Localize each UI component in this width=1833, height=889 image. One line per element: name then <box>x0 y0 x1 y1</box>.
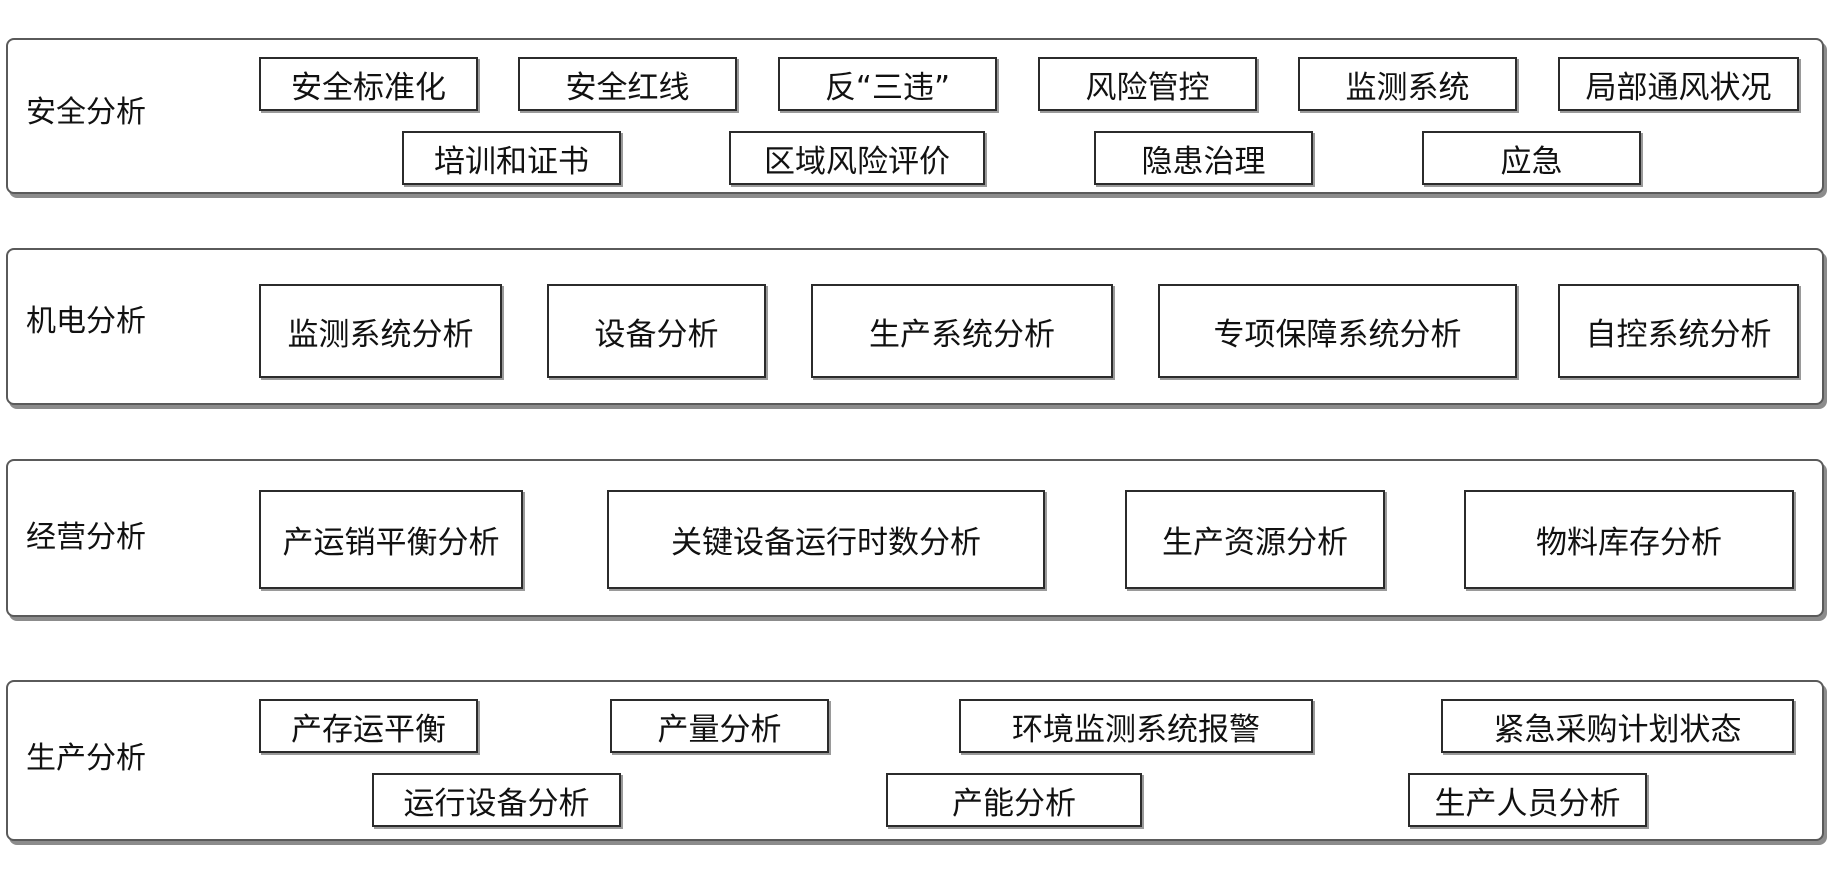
node-monitoring-system-analysis: 监测系统分析 <box>259 284 502 378</box>
section-title: 生产分析 <box>26 741 146 776</box>
node-training-certificates: 培训和证书 <box>402 131 621 185</box>
node-production-resources-analysis: 生产资源分析 <box>1125 490 1385 589</box>
node-safety-red-line: 安全红线 <box>518 57 737 111</box>
node-production-storage-transport-balance: 产存运平衡 <box>259 699 478 753</box>
section-title: 安全分析 <box>26 95 146 130</box>
node-special-support-system-analysis: 专项保障系统分析 <box>1158 284 1517 378</box>
section-title: 经营分析 <box>26 520 146 555</box>
node-running-equipment-analysis: 运行设备分析 <box>372 773 621 827</box>
node-autocontrol-system-analysis: 自控系统分析 <box>1558 284 1799 378</box>
node-emergency: 应急 <box>1422 131 1641 185</box>
node-risk-control: 风险管控 <box>1038 57 1257 111</box>
node-hazard-management: 隐患治理 <box>1094 131 1313 185</box>
node-capacity-analysis: 产能分析 <box>886 773 1142 827</box>
node-safety-standardization: 安全标准化 <box>259 57 478 111</box>
node-key-equipment-runtime-analysis: 关键设备运行时数分析 <box>607 490 1045 589</box>
node-environment-monitoring-alarm: 环境监测系统报警 <box>959 699 1313 753</box>
node-production-system-analysis: 生产系统分析 <box>811 284 1113 378</box>
node-production-personnel-analysis: 生产人员分析 <box>1408 773 1647 827</box>
node-regional-risk-evaluation: 区域风险评价 <box>729 131 985 185</box>
section-business-analysis: 经营分析 产运销平衡分析 关键设备运行时数分析 生产资源分析 物料库存分析 <box>6 459 1824 617</box>
node-anti-three-violations: 反“三违” <box>778 57 997 111</box>
node-equipment-analysis: 设备分析 <box>547 284 766 378</box>
section-safety-analysis: 安全分析 安全标准化 安全红线 反“三违” 风险管控 监测系统 局部通风状况 培… <box>6 38 1824 194</box>
section-electromechanical-analysis: 机电分析 监测系统分析 设备分析 生产系统分析 专项保障系统分析 自控系统分析 <box>6 248 1824 405</box>
node-local-ventilation: 局部通风状况 <box>1558 57 1799 111</box>
section-production-analysis: 生产分析 产存运平衡 产量分析 环境监测系统报警 紧急采购计划状态 运行设备分析… <box>6 680 1824 841</box>
node-emergency-procurement-status: 紧急采购计划状态 <box>1441 699 1794 753</box>
node-materials-inventory-analysis: 物料库存分析 <box>1464 490 1794 589</box>
node-output-analysis: 产量分析 <box>610 699 829 753</box>
section-title: 机电分析 <box>26 304 146 339</box>
node-monitoring-system: 监测系统 <box>1298 57 1517 111</box>
node-production-transport-sales-balance: 产运销平衡分析 <box>259 490 523 589</box>
